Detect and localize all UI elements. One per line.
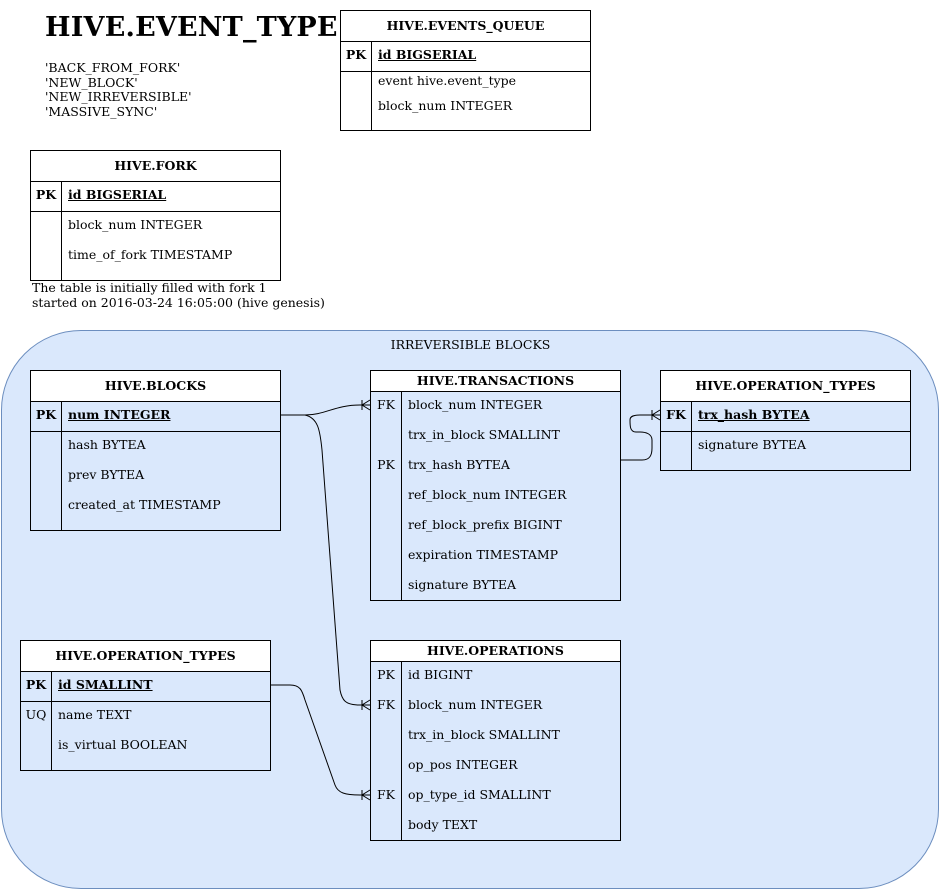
- field-row: prev BYTEA: [68, 467, 145, 482]
- pk-row: [341, 41, 590, 72]
- key-column-divider: [691, 401, 692, 470]
- fk-key: FK: [376, 787, 395, 802]
- field-row: name TEXT: [58, 707, 132, 722]
- table-title: HIVE.FORK: [31, 151, 280, 182]
- note-line: The table is initially filled with fork …: [32, 280, 267, 295]
- field-row: ref_block_num INTEGER: [408, 487, 567, 502]
- event-type-values: 'BACK_FROM_FORK' 'NEW_BLOCK' 'NEW_IRREVE…: [45, 60, 192, 119]
- fork-table[interactable]: HIVE.FORK PK id BIGSERIAL block_num INTE…: [30, 150, 281, 281]
- pk-key: PK: [35, 407, 57, 422]
- field-row: block_num INTEGER: [68, 217, 203, 232]
- field-row: trx_hash BYTEA: [408, 457, 510, 472]
- pk-key: PK: [377, 457, 395, 472]
- transactions-table[interactable]: HIVE.TRANSACTIONS FK block_num INTEGER t…: [370, 370, 621, 601]
- table-title: HIVE.OPERATION_TYPES: [21, 641, 270, 672]
- fk-key: FK: [376, 697, 395, 712]
- fk-row: [661, 401, 910, 432]
- field-row: block_num INTEGER: [408, 697, 543, 712]
- field-row: op_pos INTEGER: [408, 757, 518, 772]
- enum-value: 'NEW_BLOCK': [45, 74, 138, 90]
- pk-field: id BIGSERIAL: [378, 47, 477, 62]
- enum-value: 'NEW_IRREVERSIBLE': [45, 89, 192, 104]
- table-title: HIVE.OPERATION_TYPES: [661, 371, 910, 402]
- pk-field: id BIGSERIAL: [68, 187, 167, 202]
- operations-table[interactable]: HIVE.OPERATIONS PK id BIGINT FK block_nu…: [370, 640, 621, 841]
- uq-key: UQ: [25, 707, 47, 722]
- field-row: block_num INTEGER: [378, 98, 513, 113]
- fk-key: FK: [666, 407, 686, 422]
- trx-signatures-table[interactable]: HIVE.OPERATION_TYPES FK trx_hash BYTEA s…: [660, 370, 911, 471]
- key-column-divider: [61, 181, 62, 280]
- field-row: time_of_fork TIMESTAMP: [68, 247, 233, 262]
- field-row: signature BYTEA: [408, 577, 517, 592]
- field-row: created_at TIMESTAMP: [68, 497, 221, 512]
- events-queue-table[interactable]: HIVE.EVENTS_QUEUE PK id BIGSERIAL event …: [340, 10, 591, 131]
- enum-value: 'MASSIVE_SYNC': [45, 103, 158, 119]
- key-column-divider: [371, 41, 372, 130]
- event-type-title: HIVE.EVENT_TYPE: [45, 12, 338, 43]
- operation-types-table[interactable]: HIVE.OPERATION_TYPES PK id SMALLINT UQ n…: [20, 640, 271, 771]
- pk-field: num INTEGER: [68, 407, 171, 422]
- fork-note: The table is initially filled with fork …: [32, 280, 325, 310]
- field-row: block_num INTEGER: [408, 397, 543, 412]
- key-column-divider: [401, 661, 402, 840]
- field-row: ref_block_prefix BIGINT: [408, 517, 562, 532]
- field-row: id BIGINT: [408, 667, 473, 682]
- field-row: body TEXT: [408, 817, 478, 832]
- pk-key: PK: [25, 677, 47, 692]
- field-row: is_virtual BOOLEAN: [58, 737, 188, 752]
- fk-field: trx_hash BYTEA: [698, 407, 810, 422]
- field-row: op_type_id SMALLINT: [408, 787, 551, 802]
- table-title: HIVE.EVENTS_QUEUE: [341, 11, 590, 42]
- enum-value: 'BACK_FROM_FORK': [45, 60, 181, 75]
- key-column-divider: [401, 391, 402, 600]
- pk-key: PK: [345, 47, 367, 62]
- table-title: HIVE.BLOCKS: [31, 371, 280, 402]
- field-row: trx_in_block SMALLINT: [408, 427, 560, 442]
- fk-key: FK: [376, 397, 395, 412]
- field-row: signature BYTEA: [698, 437, 807, 452]
- pk-key: PK: [377, 667, 395, 682]
- field-row: hash BYTEA: [68, 437, 146, 452]
- pk-field: id SMALLINT: [58, 677, 153, 692]
- pk-key: PK: [35, 187, 57, 202]
- field-row: event hive.event_type: [378, 73, 517, 88]
- field-row: trx_in_block SMALLINT: [408, 727, 560, 742]
- field-row: expiration TIMESTAMP: [408, 547, 559, 562]
- pk-row: [21, 671, 270, 702]
- pk-row: [31, 401, 280, 432]
- note-line: started on 2016-03-24 16:05:00 (hive gen…: [32, 294, 325, 310]
- pk-row: [31, 181, 280, 212]
- table-title: HIVE.TRANSACTIONS: [371, 371, 620, 392]
- blocks-table[interactable]: HIVE.BLOCKS PK num INTEGER hash BYTEA pr…: [30, 370, 281, 531]
- key-column-divider: [51, 671, 52, 770]
- group-label: IRREVERSIBLE BLOCKS: [390, 337, 551, 352]
- key-column-divider: [61, 401, 62, 530]
- table-title: HIVE.OPERATIONS: [371, 641, 620, 662]
